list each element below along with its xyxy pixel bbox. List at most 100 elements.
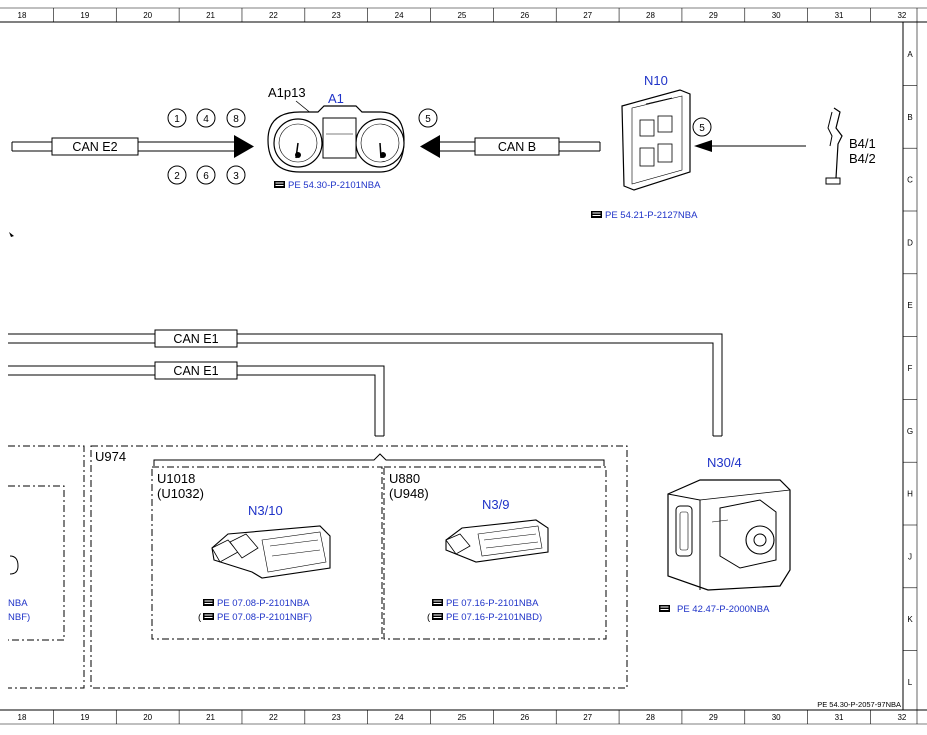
grid-column-label: 18 — [18, 11, 27, 20]
cursor-mark — [9, 232, 14, 237]
n10-input-arrow — [694, 140, 806, 152]
grid-column-label: 22 — [269, 713, 278, 722]
left-partial-ref-2: NBF) — [8, 612, 30, 623]
grid-column-label: 20 — [143, 11, 152, 20]
drawing-reference: PE 54.30-P-2057-97NBA — [817, 700, 901, 709]
u880-label: U880 — [389, 471, 420, 486]
circle-1: 1 — [174, 114, 180, 125]
component-n10-sam-module: N10 PE 54.21-P-2127NBA — [591, 73, 698, 221]
grid-column-label: 27 — [583, 713, 592, 722]
grid-row-label: C — [907, 176, 913, 185]
grid-column-label: 25 — [457, 11, 466, 20]
group-u1018: U1018 (U1032) N3/10 PE 07.08-P-2101NBA (… — [151, 466, 383, 640]
n3-10-ecu-icon — [211, 525, 331, 579]
n3-9-ecu-icon — [445, 519, 549, 563]
frame — [0, 7, 927, 725]
grid-column-label: 29 — [709, 11, 718, 20]
grid-column-label: 25 — [457, 713, 466, 722]
n3-10-ref-2-paren: ( — [198, 612, 202, 623]
group-u974: U974 — [90, 445, 628, 689]
grid-column-label: 28 — [646, 11, 655, 20]
circle-4: 4 — [203, 114, 209, 125]
can-e1-lower-label: CAN E1 — [173, 364, 218, 378]
grid-column-label: 18 — [18, 713, 27, 722]
bus-can-e2: CAN E2 — [11, 135, 254, 158]
n30-4-ref: PE 42.47-P-2000NBA — [677, 604, 770, 615]
grid-column-label: 24 — [395, 11, 404, 20]
grid-column-label: 19 — [80, 713, 89, 722]
n3-9-ref-1: PE 07.16-P-2101NBA — [446, 598, 539, 609]
grid-column-label: 20 — [143, 713, 152, 722]
grid-column-label: 21 — [206, 11, 215, 20]
circle-5-n10: 5 — [699, 123, 705, 134]
grid-column-label: 21 — [206, 713, 215, 722]
grid-rows: A B C D E F G H J K L — [903, 50, 917, 687]
can-e2-label: CAN E2 — [72, 140, 117, 154]
grid-row-label: E — [907, 301, 912, 310]
left-partial-ref-1: NBA — [8, 598, 28, 609]
n30-4-label: N30/4 — [707, 455, 742, 470]
grid-column-label: 32 — [897, 11, 906, 20]
grid-row-label: A — [907, 50, 913, 59]
u1032-label: (U1032) — [157, 486, 204, 501]
grid-column-label: 23 — [332, 11, 341, 20]
n10-label: N10 — [644, 73, 668, 88]
grid-column-label: 29 — [709, 713, 718, 722]
can-b-label: CAN B — [498, 140, 536, 154]
grid-row-label: F — [908, 364, 913, 373]
grid-column-label: 30 — [772, 713, 781, 722]
grid-column-label: 22 — [269, 11, 278, 20]
bus-can-e1-lower: CAN E1 — [8, 361, 385, 437]
u948-label: (U948) — [389, 486, 429, 501]
can-e1-upper-label: CAN E1 — [173, 332, 218, 346]
component-n30-4-esp-unit: N30/4 PE 42.47-P-2000NBA — [659, 455, 791, 615]
grid-column-label: 32 — [897, 713, 906, 722]
grid-column-label: 26 — [520, 713, 529, 722]
circle-5-a1: 5 — [425, 114, 431, 125]
grid-row-label: K — [907, 615, 913, 624]
n3-9-ref-2-paren: ( — [427, 612, 431, 623]
n10-ref: PE 54.21-P-2127NBA — [605, 210, 698, 221]
circled-numbers: 1 4 8 2 6 3 5 5 — [167, 108, 712, 185]
component-a1-instrument-cluster: A1p13 A1 PE 54.30-P-2101NBA — [267, 85, 405, 191]
u1018-label: U1018 — [157, 471, 195, 486]
grid-columns-top: 18 19 20 21 22 23 24 25 26 27 28 29 30 31 32 — [18, 8, 907, 22]
grid-column-label: 27 — [583, 11, 592, 20]
grid-column-label: 31 — [835, 11, 844, 20]
grid-column-label: 28 — [646, 713, 655, 722]
grid-column-label: 19 — [80, 11, 89, 20]
b4-1-label: B4/1 — [849, 136, 876, 151]
circle-8: 8 — [233, 114, 239, 125]
grid-columns-bottom: 18 19 20 21 22 23 24 25 26 27 28 29 30 31 32 — [18, 710, 907, 724]
grid-row-label: J — [908, 552, 912, 561]
grid-row-label: G — [907, 427, 913, 436]
grid-row-label: B — [907, 113, 912, 122]
component-b4-sensor: B4/1 B4/2 — [825, 107, 876, 185]
n3-10-ref-1: PE 07.08-P-2101NBA — [217, 598, 310, 609]
circle-3: 3 — [233, 171, 239, 182]
grid-row-label: H — [907, 490, 913, 499]
n3-9-ref-2: PE 07.16-P-2101NBD) — [446, 612, 542, 623]
grid-column-label: 31 — [835, 713, 844, 722]
group-u880: U880 (U948) N3/9 PE 07.16-P-2101NBA ( PE… — [383, 466, 607, 640]
n3-9-label: N3/9 — [482, 497, 509, 512]
n3-10-ref-2: PE 07.08-P-2101NBF) — [217, 612, 312, 623]
n3-10-label: N3/10 — [248, 503, 283, 518]
b4-2-label: B4/2 — [849, 151, 876, 166]
grid-column-label: 26 — [520, 11, 529, 20]
u974-label: U974 — [95, 449, 126, 464]
grid-column-label: 24 — [395, 713, 404, 722]
left-partial-module: NBA NBF) — [8, 445, 85, 689]
grid-row-label: D — [907, 238, 913, 247]
circle-6: 6 — [203, 171, 209, 182]
a1-ref: PE 54.30-P-2101NBA — [288, 180, 381, 191]
circle-2: 2 — [174, 171, 180, 182]
grid-column-label: 23 — [332, 713, 341, 722]
bus-can-e1-upper: CAN E1 — [8, 329, 723, 437]
bus-can-b: CAN B — [420, 135, 601, 158]
a1p13-label: A1p13 — [268, 85, 306, 100]
grid-row-label: L — [908, 678, 913, 687]
grid-column-label: 30 — [772, 11, 781, 20]
a1-label: A1 — [328, 91, 344, 106]
